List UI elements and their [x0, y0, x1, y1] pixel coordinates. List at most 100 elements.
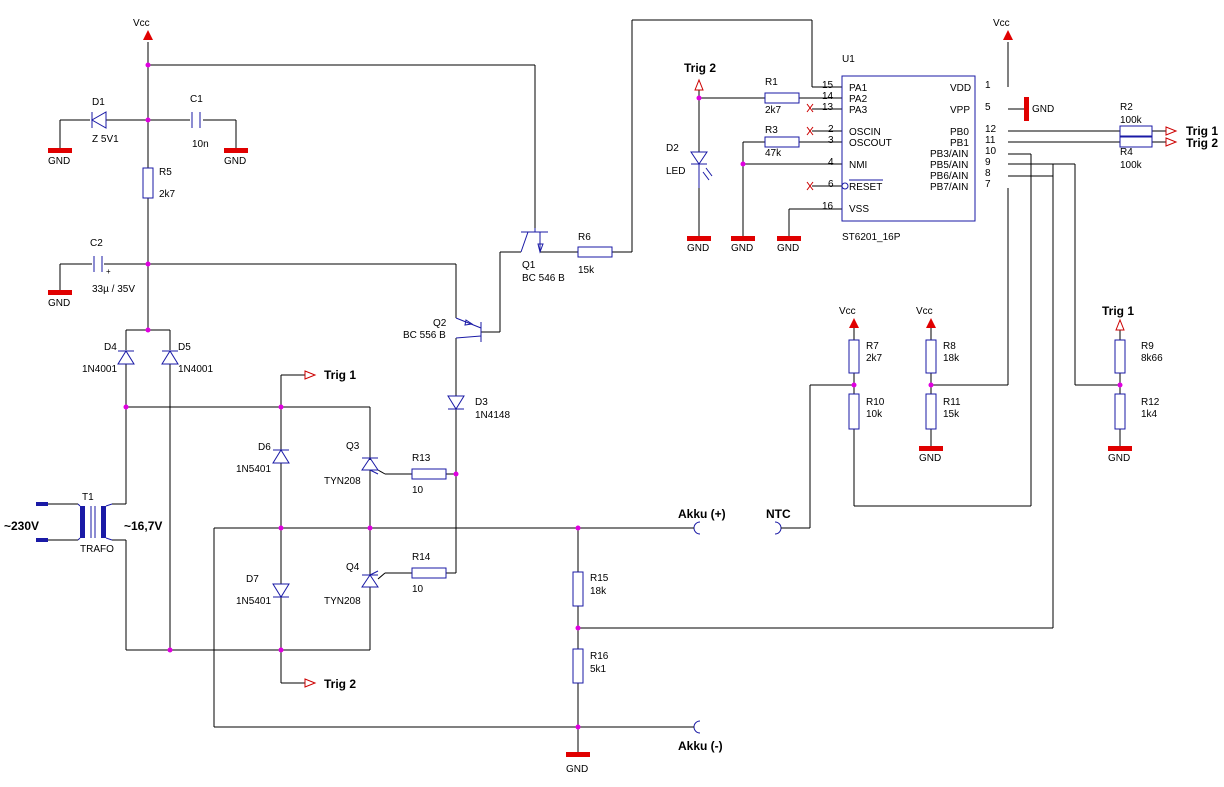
- svg-text:R2: R2: [1120, 102, 1133, 113]
- svg-text:PA3: PA3: [849, 105, 868, 116]
- svg-text:D2: D2: [666, 143, 679, 154]
- resistor-r15: R15 18k: [572, 571, 609, 607]
- svg-text:TYN208: TYN208: [324, 476, 361, 487]
- svg-text:Trig 2: Trig 2: [684, 61, 716, 75]
- vcc-symbol: Vcc: [916, 306, 936, 328]
- vcc-symbol: Vcc: [133, 18, 153, 40]
- svg-text:3: 3: [828, 135, 834, 146]
- svg-text:47k: 47k: [765, 148, 782, 159]
- svg-text:VPP: VPP: [950, 105, 970, 116]
- svg-text:NTC: NTC: [766, 507, 791, 521]
- svg-text:~230V: ~230V: [4, 519, 39, 533]
- svg-text:~16,7V: ~16,7V: [124, 519, 162, 533]
- capacitor-c1: C1 10n: [190, 94, 209, 150]
- junction-dots: [123, 62, 1123, 730]
- svg-text:PB5/AIN: PB5/AIN: [930, 160, 968, 171]
- svg-text:PB6/AIN: PB6/AIN: [930, 171, 968, 182]
- svg-text:1: 1: [985, 80, 991, 91]
- transistor-q1: Q1 BC 546 B: [520, 228, 565, 284]
- svg-text:GND: GND: [731, 243, 753, 254]
- svg-text:1k4: 1k4: [1141, 409, 1158, 420]
- svg-text:Akku (+): Akku (+): [678, 507, 726, 521]
- svg-text:R4: R4: [1120, 147, 1133, 158]
- diode-d6: D6 1N5401: [236, 442, 290, 475]
- svg-text:5: 5: [985, 102, 991, 113]
- svg-text:Trig 1: Trig 1: [324, 368, 356, 382]
- svg-text:R8: R8: [943, 341, 956, 352]
- svg-text:PB7/AIN: PB7/AIN: [930, 182, 968, 193]
- svg-text:D3: D3: [475, 397, 488, 408]
- svg-text:Trig 2: Trig 2: [324, 677, 356, 691]
- svg-text:GND: GND: [48, 298, 70, 309]
- zener-diode-d1: D1 Z 5V1: [90, 97, 119, 145]
- svg-text:GND: GND: [687, 243, 709, 254]
- resistor-r9: R9 8k66: [1114, 339, 1163, 374]
- gnd-symbol: GND: [919, 446, 943, 464]
- svg-text:TRAFO: TRAFO: [80, 544, 114, 555]
- svg-text:1N4148: 1N4148: [475, 410, 510, 421]
- svg-text:GND: GND: [566, 764, 588, 775]
- svg-text:LED: LED: [666, 166, 685, 177]
- svg-text:D1: D1: [92, 97, 105, 108]
- svg-text:Q3: Q3: [346, 441, 360, 452]
- diode-d5: D5 1N4001: [161, 342, 213, 375]
- svg-text:Q1: Q1: [522, 260, 536, 271]
- svg-text:6: 6: [828, 179, 834, 190]
- svg-text:2: 2: [828, 124, 834, 135]
- trig2-flag: Trig 2: [304, 677, 356, 691]
- resistor-r8: R8 18k: [925, 339, 960, 374]
- svg-text:VDD: VDD: [950, 83, 971, 94]
- gnd-symbol: GND: [777, 236, 801, 254]
- svg-text:12: 12: [985, 124, 997, 135]
- resistor-r6: R6 15k: [577, 232, 613, 276]
- svg-text:Trig 1: Trig 1: [1102, 304, 1134, 318]
- thyristor-q4: Q4 TYN208: [324, 562, 379, 607]
- resistor-r16: R16 5k1: [572, 648, 609, 684]
- svg-text:PB3/AIN: PB3/AIN: [930, 149, 968, 160]
- svg-text:PA1: PA1: [849, 83, 868, 94]
- svg-text:D4: D4: [104, 342, 117, 353]
- gnd-symbol: GND: [48, 148, 72, 167]
- svg-text:Q2: Q2: [433, 318, 447, 329]
- svg-text:Akku (-): Akku (-): [678, 739, 723, 753]
- microcontroller-u1: U1 ST6201_16P: [841, 54, 976, 243]
- gnd-symbol: GND: [224, 148, 248, 167]
- svg-text:5k1: 5k1: [590, 664, 607, 675]
- resistor-r7: R7 2k7: [848, 339, 883, 374]
- gnd-symbol: GND: [1024, 97, 1054, 121]
- svg-text:R14: R14: [412, 552, 431, 563]
- svg-text:10n: 10n: [192, 139, 209, 150]
- svg-text:1N4001: 1N4001: [82, 364, 117, 375]
- akku-minus-connector: Akku (-): [678, 720, 723, 753]
- svg-text:Vcc: Vcc: [839, 306, 856, 317]
- svg-text:1N4001: 1N4001: [178, 364, 213, 375]
- svg-text:GND: GND: [1108, 453, 1130, 464]
- svg-text:8k66: 8k66: [1141, 353, 1163, 364]
- led-d2: D2 LED: [666, 143, 713, 188]
- svg-text:Vcc: Vcc: [133, 18, 150, 29]
- thyristor-q3: Q3 TYN208: [324, 441, 379, 487]
- svg-text:13: 13: [822, 102, 834, 113]
- svg-text:PA2: PA2: [849, 94, 868, 105]
- svg-text:RESET: RESET: [849, 182, 882, 193]
- svg-text:D6: D6: [258, 442, 271, 453]
- svg-text:Vcc: Vcc: [993, 18, 1010, 29]
- svg-text:2k7: 2k7: [159, 189, 176, 200]
- svg-text:R1: R1: [765, 77, 778, 88]
- svg-text:Q4: Q4: [346, 562, 360, 573]
- svg-text:ST6201_16P: ST6201_16P: [842, 232, 901, 243]
- svg-text:GND: GND: [1032, 104, 1054, 115]
- svg-text:11: 11: [985, 135, 996, 146]
- resistor-r13: R13 10: [411, 453, 447, 496]
- svg-text:15k: 15k: [943, 409, 960, 420]
- svg-text:10: 10: [412, 485, 424, 496]
- svg-text:10: 10: [412, 584, 424, 595]
- svg-text:R10: R10: [866, 397, 885, 408]
- wires: [48, 19, 1166, 752]
- diode-d7: D7 1N5401: [236, 574, 290, 607]
- svg-text:18k: 18k: [943, 353, 960, 364]
- svg-text:R11: R11: [943, 397, 961, 408]
- svg-text:R9: R9: [1141, 341, 1154, 352]
